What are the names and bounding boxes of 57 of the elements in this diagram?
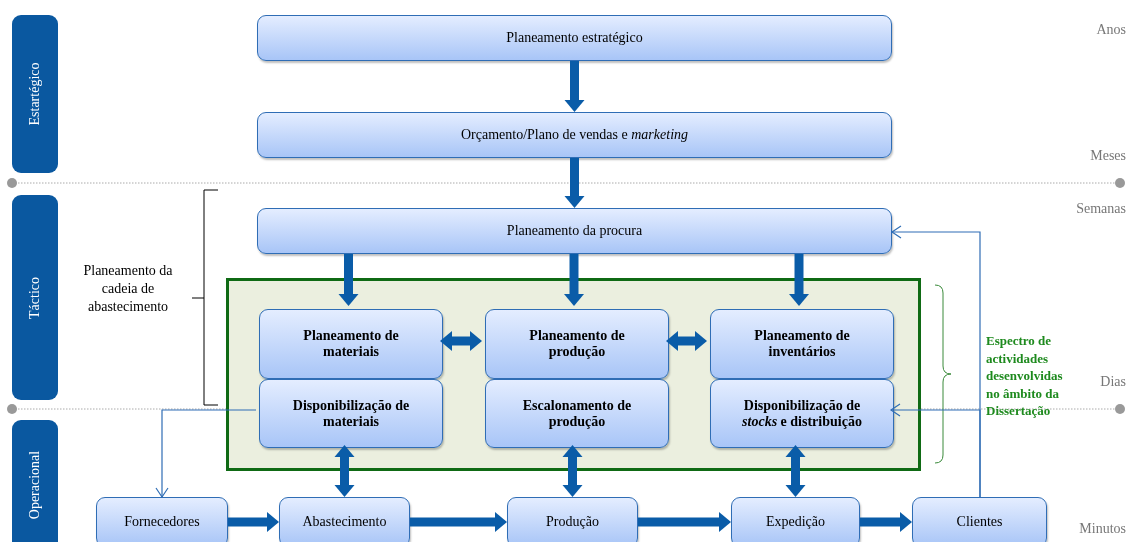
process-box: [710, 379, 894, 448]
block-arrow: [638, 512, 731, 532]
time-scale-label: Meses: [1089, 148, 1126, 164]
block-arrow: [666, 331, 707, 351]
block-arrow: [410, 512, 507, 532]
box-label: Disponibilização de materiais: [291, 397, 411, 430]
box-label: Orçamento/Plano de vendas e marketing: [459, 127, 689, 143]
side-label: Planeamento da cadeia de abastecimento: [82, 262, 174, 317]
block-arrow: [860, 512, 912, 532]
box-label: Disponibilização de stocks e distribuição: [741, 397, 863, 430]
arrow: [890, 403, 981, 498]
time-scale-label: Minutos: [1078, 521, 1126, 537]
process-box: [96, 497, 228, 542]
box-label: Planeamento de materiais: [302, 328, 400, 360]
process-box: [259, 379, 443, 448]
box-label: Clientes: [955, 514, 1004, 530]
box-label: Produção: [545, 514, 600, 530]
process-box: [259, 309, 443, 379]
block-arrow: [440, 331, 482, 351]
block-arrow: [334, 445, 355, 497]
band-label: Estartégico: [27, 61, 43, 128]
box-label: Escalonamento de produção: [521, 397, 633, 430]
process-box: [257, 112, 892, 158]
box-label: Planeamento de inventários: [753, 328, 851, 360]
box-label: Expedição: [764, 514, 827, 530]
box-label: Abastecimento: [301, 514, 388, 530]
block-arrow: [789, 254, 809, 306]
band-label: Operacional: [27, 449, 43, 522]
block-arrow: [562, 445, 583, 497]
block-arrow: [228, 512, 279, 532]
level-band: [12, 195, 58, 400]
block-arrow: [785, 445, 806, 497]
time-scale-label: Anos: [1095, 22, 1126, 38]
process-box: [257, 208, 892, 254]
box-label: Planeamento estratégico: [505, 30, 644, 46]
block-arrow: [564, 61, 585, 112]
process-box: [507, 497, 638, 542]
scope-label: Espectro de actividades desenvolvidas no âmbito da Dissertação: [986, 332, 1064, 420]
arrow: [155, 409, 257, 498]
process-box: [731, 497, 860, 542]
highlight-frame: [226, 278, 921, 471]
process-box: [279, 497, 410, 542]
level-band: [12, 420, 58, 542]
time-scale-label: Semanas: [1075, 201, 1126, 217]
process-box: [257, 15, 892, 61]
box-label: Planeamento de produção: [528, 328, 626, 360]
process-box: [912, 497, 1047, 542]
process-box: [710, 309, 894, 379]
block-arrow: [338, 254, 359, 306]
process-box: [485, 309, 669, 379]
level-band: [12, 15, 58, 173]
process-box: [485, 379, 669, 448]
band-label: Táctico: [27, 275, 43, 321]
box-label: Fornecedores: [123, 514, 201, 530]
block-arrow: [564, 254, 584, 306]
block-arrow: [564, 158, 585, 208]
box-label: Planeamento da procura: [505, 223, 644, 239]
